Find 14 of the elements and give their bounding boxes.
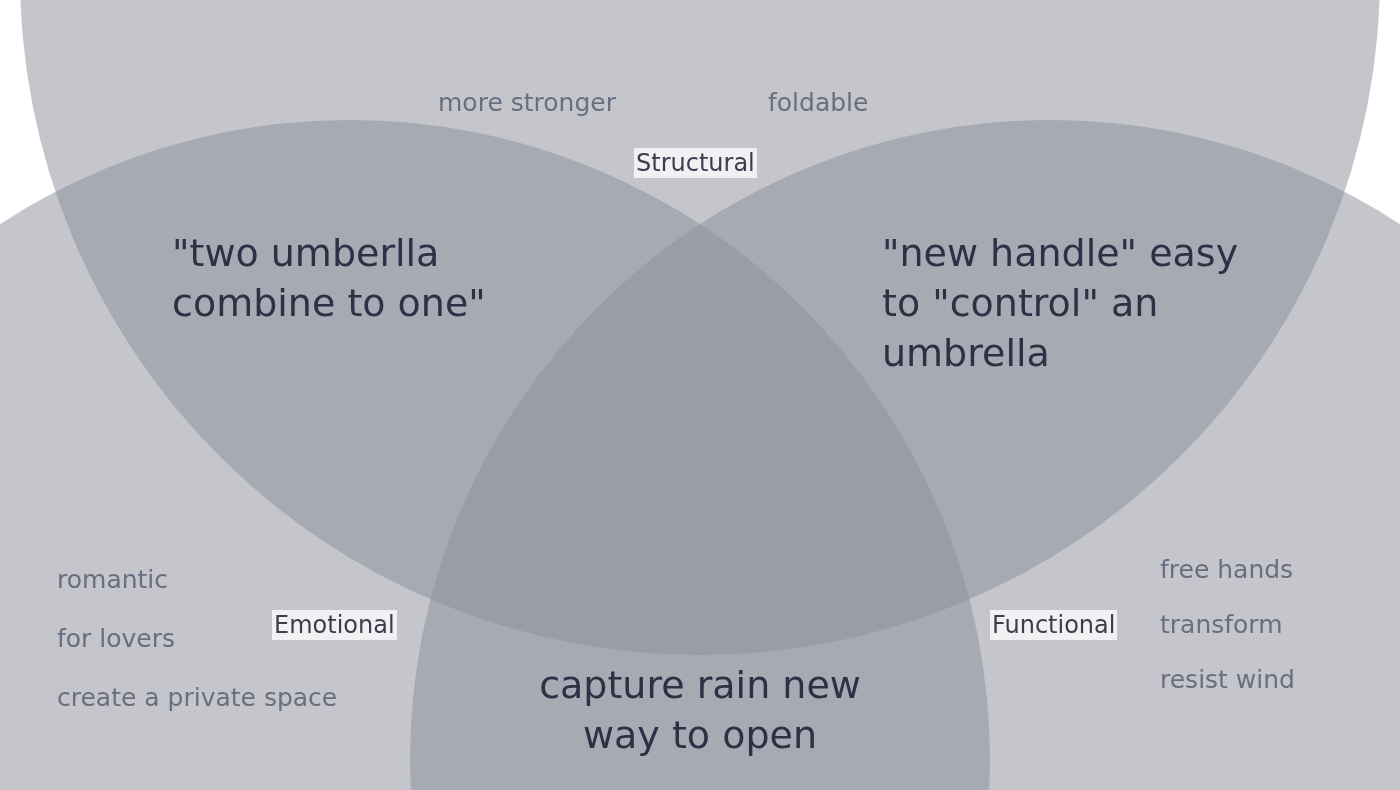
feature-label: for lovers bbox=[57, 624, 176, 654]
feature-label: more stronger bbox=[438, 88, 616, 118]
category-label: Structural bbox=[634, 148, 757, 178]
feature-label: free hands bbox=[1160, 555, 1294, 585]
overlap-text: capture rain new way to open bbox=[538, 662, 862, 759]
category-label: Functional bbox=[990, 610, 1118, 640]
overlap-text: "new handle" easy to "control" an umbrella bbox=[882, 230, 1240, 377]
category-label: Emotional bbox=[272, 610, 397, 640]
feature-label: transform bbox=[1160, 610, 1283, 640]
feature-label: create a private space bbox=[57, 683, 338, 713]
feature-label: romantic bbox=[57, 565, 169, 595]
overlap-text: "two umberlla combine to one" bbox=[172, 230, 487, 327]
feature-label: foldable bbox=[768, 88, 869, 118]
feature-label: resist wind bbox=[1160, 665, 1295, 695]
